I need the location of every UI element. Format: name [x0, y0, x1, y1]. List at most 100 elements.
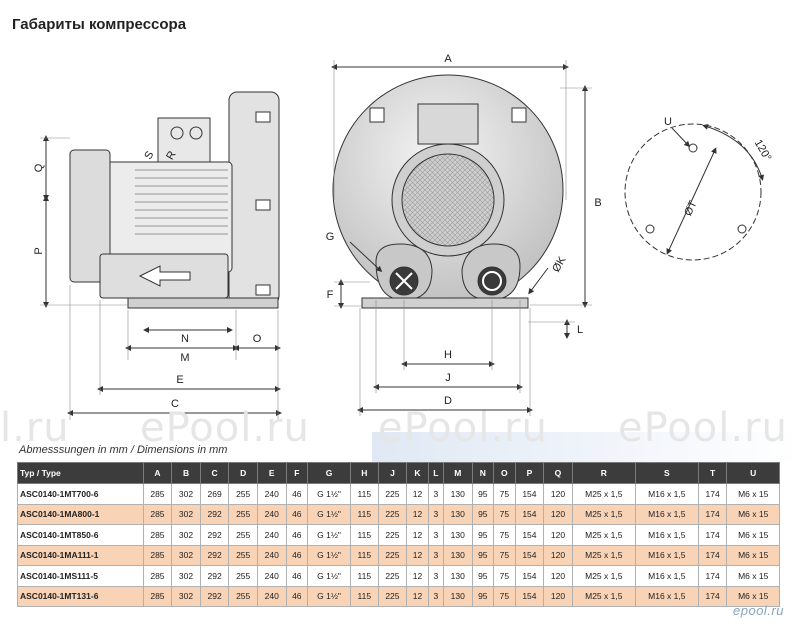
column-header: Q: [543, 462, 573, 484]
dim-label-e: E: [176, 374, 183, 386]
value-cell: 46: [285, 503, 309, 525]
value-cell: 302: [171, 524, 201, 546]
model-cell: ASC0140-1MT850-6: [17, 524, 144, 546]
value-cell: 95: [471, 503, 495, 525]
dim-label-p: P: [33, 247, 45, 254]
value-cell: 154: [514, 524, 545, 546]
flange-view: [624, 123, 764, 261]
value-cell: 292: [199, 503, 230, 525]
value-cell: 292: [199, 544, 230, 566]
dim-label-t: ØT: [682, 199, 699, 218]
value-cell: 130: [442, 524, 473, 546]
value-cell: 3: [427, 585, 444, 607]
value-cell: 95: [471, 544, 495, 566]
value-cell: M16 x 1,5: [634, 565, 699, 587]
caption-band: [372, 432, 800, 462]
column-header: D: [228, 462, 258, 484]
value-cell: 255: [228, 503, 258, 525]
column-header: P: [514, 462, 545, 484]
column-header: N: [471, 462, 495, 484]
value-cell: M25 x 1,5: [571, 544, 636, 566]
dim-label-n: N: [181, 333, 189, 345]
value-cell: 115: [350, 524, 379, 546]
value-cell: 285: [142, 503, 173, 525]
model-cell: ASC0140-1MA111-1: [17, 544, 144, 566]
value-cell: 225: [377, 544, 408, 566]
value-cell: M25 x 1,5: [571, 565, 636, 587]
value-cell: 302: [171, 585, 201, 607]
value-cell: 302: [171, 483, 201, 505]
value-cell: 292: [199, 585, 230, 607]
value-cell: 154: [514, 483, 545, 505]
value-cell: 3: [427, 503, 444, 525]
value-cell: 255: [228, 483, 258, 505]
value-cell: 120: [543, 585, 573, 607]
value-cell: 46: [285, 585, 309, 607]
value-cell: M16 x 1,5: [634, 483, 699, 505]
value-cell: 115: [350, 544, 379, 566]
side-view-labels: Q P S R N M O E C: [33, 149, 262, 410]
dim-label-u: U: [664, 116, 672, 128]
value-cell: 130: [442, 585, 473, 607]
value-cell: 46: [285, 524, 309, 546]
site-logo: epool.ru: [733, 603, 784, 618]
value-cell: 95: [471, 483, 495, 505]
column-header: L: [427, 462, 444, 484]
dim-label-f: F: [327, 289, 334, 301]
column-header: F: [285, 462, 309, 484]
value-cell: 12: [406, 565, 429, 587]
value-cell: 240: [256, 585, 287, 607]
value-cell: 3: [427, 483, 444, 505]
value-cell: 115: [350, 483, 379, 505]
value-cell: 115: [350, 565, 379, 587]
value-cell: 154: [514, 565, 545, 587]
value-cell: 292: [199, 524, 230, 546]
value-cell: 75: [493, 544, 516, 566]
value-cell: 75: [493, 503, 516, 525]
dim-label-angle: 120°: [752, 138, 774, 164]
value-cell: 292: [199, 565, 230, 587]
column-header: S: [634, 462, 699, 484]
value-cell: 115: [350, 503, 379, 525]
column-header: B: [171, 462, 201, 484]
value-cell: 12: [406, 503, 429, 525]
value-cell: 255: [228, 544, 258, 566]
dimensions-caption: Abmesssungen in mm / Dimensions in mm: [19, 444, 228, 456]
column-header: K: [406, 462, 429, 484]
column-header: A: [142, 462, 173, 484]
value-cell: 130: [442, 503, 473, 525]
value-cell: 120: [543, 565, 573, 587]
model-cell: ASC0140-1MT131-6: [17, 585, 144, 607]
value-cell: 240: [256, 544, 287, 566]
model-cell: ASC0140-1MA800-1: [17, 503, 144, 525]
dim-label-l: L: [577, 324, 583, 336]
value-cell: G 1½": [307, 503, 351, 525]
value-cell: 154: [514, 544, 545, 566]
value-cell: G 1½": [307, 483, 351, 505]
value-cell: M6 x 15: [726, 503, 780, 525]
value-cell: 46: [285, 483, 309, 505]
value-cell: 174: [697, 585, 728, 607]
value-cell: G 1½": [307, 544, 351, 566]
value-cell: 269: [199, 483, 230, 505]
model-cell: ASC0140-1MS111-5: [17, 565, 144, 587]
value-cell: M16 x 1,5: [634, 524, 699, 546]
value-cell: 302: [171, 544, 201, 566]
value-cell: 285: [142, 565, 173, 587]
value-cell: 174: [697, 524, 728, 546]
value-cell: 285: [142, 483, 173, 505]
dim-label-m: M: [180, 352, 189, 364]
column-header: E: [256, 462, 287, 484]
column-header: C: [199, 462, 230, 484]
dim-label-h: H: [444, 349, 452, 361]
value-cell: M25 x 1,5: [571, 483, 636, 505]
dimension-drawing: Q P S R N M O E C: [33, 53, 774, 420]
column-header: O: [493, 462, 516, 484]
value-cell: 240: [256, 524, 287, 546]
